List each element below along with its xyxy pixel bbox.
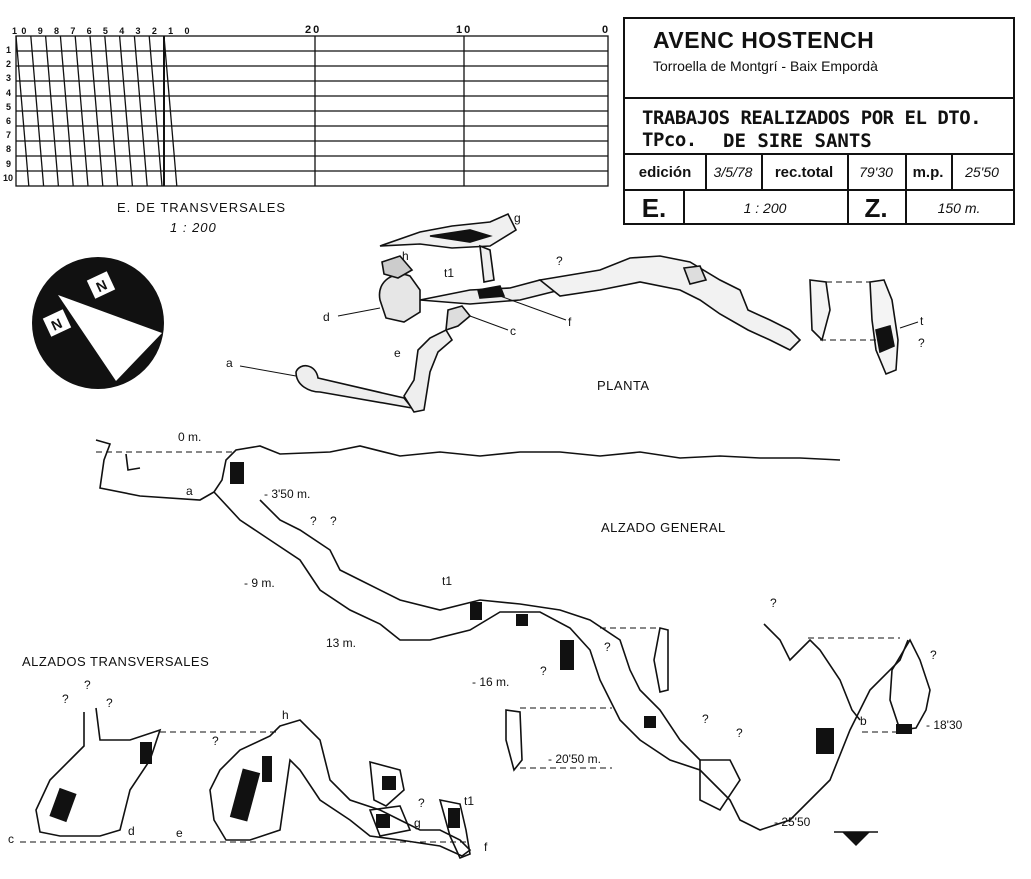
e-label: E. bbox=[641, 192, 667, 223]
scale-side-number: 9 bbox=[6, 158, 12, 169]
work-line-1: TRABAJOS REALIZADOS POR EL DTO. TPco. bbox=[642, 107, 982, 151]
e-value: 1 : 200 bbox=[743, 200, 787, 216]
scale-major-0: 0 bbox=[602, 24, 609, 36]
point-t1-trans: t1 bbox=[464, 794, 475, 808]
depth-25-50: - 25'50 bbox=[774, 815, 811, 829]
transversal-scale-title: E. DE TRANSVERSALES bbox=[117, 200, 287, 215]
z-label: Z. bbox=[864, 192, 888, 223]
point-g-trans: g bbox=[414, 816, 421, 830]
point-f-trans: f bbox=[484, 840, 488, 854]
scale-side-number: 6 bbox=[6, 116, 12, 126]
title-block: AVENC HOSTENCH Torroella de Montgrí - Ba… bbox=[623, 17, 1015, 225]
transversal-scale-value: 1 : 200 bbox=[170, 220, 217, 235]
diagonal-line bbox=[133, 35, 148, 187]
edicion-value: 3/5/78 bbox=[713, 164, 753, 180]
diagonal-line bbox=[74, 35, 89, 187]
depth-3-50: - 3'50 m. bbox=[264, 487, 311, 501]
point-h-trans: h bbox=[282, 708, 289, 722]
mp-value: 25'50 bbox=[965, 164, 999, 180]
transversal-scale-grid bbox=[15, 35, 609, 187]
point-e-trans: e bbox=[176, 826, 183, 840]
unknown-elev-3: ? bbox=[770, 596, 777, 610]
z-value: 150 m. bbox=[937, 200, 981, 216]
point-c-plan: c bbox=[510, 324, 516, 338]
depth-9: - 9 m. bbox=[244, 576, 275, 590]
depth-0: 0 m. bbox=[178, 430, 202, 444]
diagonal-line bbox=[104, 35, 119, 187]
point-a-plan: a bbox=[226, 356, 233, 370]
scale-top-numbers: 10 9 8 7 6 5 4 3 2 1 0 bbox=[12, 26, 194, 36]
depth-16: - 16 m. bbox=[472, 675, 510, 689]
work-line-2: DE SIRE SANTS bbox=[723, 130, 872, 152]
unknown-elev-6: ? bbox=[702, 712, 709, 726]
mp-label: m.p. bbox=[912, 163, 944, 181]
diagonal-line bbox=[163, 35, 178, 187]
depth-18-30: - 18'30 bbox=[926, 718, 963, 732]
scale-side-number: 8 bbox=[6, 144, 12, 155]
diagonal-line bbox=[44, 35, 60, 187]
point-d-plan: d bbox=[323, 310, 330, 324]
scale-major-20: 20 bbox=[305, 24, 322, 36]
north-arrow-icon: N N bbox=[32, 257, 164, 389]
unknown-plan-2: ? bbox=[918, 336, 925, 350]
cave-name: AVENC HOSTENCH bbox=[653, 27, 875, 53]
point-d-trans: d bbox=[128, 824, 135, 838]
unknown-elev-4: ? bbox=[604, 640, 611, 654]
unknown-trans-2: ? bbox=[84, 678, 91, 692]
cave-location: Torroella de Montgrí - Baix Empordà bbox=[653, 58, 878, 74]
general-elevation-title: ALZADO GENERAL bbox=[601, 520, 726, 535]
diagonal-line bbox=[30, 35, 45, 187]
rec-total-label: rec.total bbox=[774, 163, 834, 181]
scale-major-10: 10 bbox=[456, 24, 473, 36]
rec-total-value: 79'30 bbox=[859, 164, 893, 180]
unknown-elev-2: ? bbox=[330, 514, 337, 528]
point-t-plan: t bbox=[920, 314, 924, 328]
scale-side-number: 1 bbox=[6, 45, 12, 55]
diagonal-line bbox=[59, 35, 74, 187]
scale-side-number: 4 bbox=[6, 87, 12, 98]
unknown-trans-3: ? bbox=[106, 696, 113, 710]
depth-13: 13 m. bbox=[326, 636, 357, 650]
unknown-plan-1: ? bbox=[556, 254, 563, 268]
point-t1-plan: t1 bbox=[444, 266, 455, 280]
diagonal-line bbox=[118, 35, 134, 187]
scale-side-number: 2 bbox=[6, 59, 12, 70]
unknown-elev-8: ? bbox=[930, 648, 937, 662]
diagonal-line bbox=[15, 35, 30, 187]
unknown-elev-5: ? bbox=[540, 664, 547, 678]
unknown-trans-1: ? bbox=[62, 692, 69, 706]
depth-20-50: - 20'50 m. bbox=[548, 752, 601, 766]
unknown-trans-4: ? bbox=[212, 734, 219, 748]
point-e-plan: e bbox=[394, 346, 401, 360]
point-g-plan: g bbox=[514, 211, 521, 225]
point-b-elev: b bbox=[860, 714, 867, 728]
unknown-trans-5: ? bbox=[418, 796, 425, 810]
point-f-plan: f bbox=[568, 315, 572, 329]
scale-side-number: 5 bbox=[6, 101, 12, 112]
scale-side-number: 10 bbox=[3, 172, 14, 183]
transversal-title: ALZADOS TRANSVERSALES bbox=[22, 654, 210, 669]
scale-side-number: 3 bbox=[6, 73, 12, 84]
scale-side-number: 7 bbox=[6, 130, 12, 141]
edicion-label: edición bbox=[638, 163, 692, 181]
unknown-elev-7: ? bbox=[736, 726, 743, 740]
point-c-trans: c bbox=[8, 832, 14, 846]
point-t1-elev: t1 bbox=[442, 574, 453, 588]
diagonal-line bbox=[89, 35, 104, 187]
plan-title: PLANTA bbox=[597, 378, 650, 393]
point-a-elev: a bbox=[186, 484, 193, 498]
diagonal-line bbox=[148, 35, 163, 187]
unknown-elev-1: ? bbox=[310, 514, 317, 528]
point-h-plan: h bbox=[402, 249, 409, 263]
